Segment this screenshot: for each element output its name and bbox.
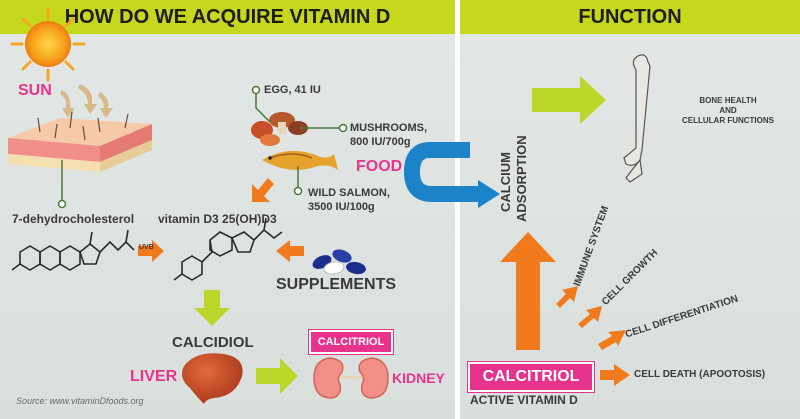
calcitriol-active-badge: CALCITRIOL	[468, 362, 594, 392]
sun-label: SUN	[18, 82, 52, 99]
bone-icon	[623, 54, 651, 183]
vitamin-d3-label: vitamin D3 25(OH)D3	[158, 212, 277, 226]
vitamin-d3-molecule	[173, 217, 283, 281]
active-vitamin-d-label: ACTIVE VITAMIN D	[470, 393, 578, 407]
calcidiol-label: CALCIDIOL	[172, 334, 254, 351]
sun-ray-arrows	[60, 84, 113, 118]
egg-mushroom-icon	[251, 112, 308, 146]
calcium-label-line2: ADSORPTION	[514, 135, 529, 222]
kidney-label: KIDNEY	[392, 370, 445, 386]
kidney-icon	[313, 357, 389, 399]
skin-illustration	[8, 111, 152, 172]
bone-label-line2: AND	[719, 106, 737, 115]
egg-label: EGG, 41 IU	[264, 84, 321, 96]
precursor-molecule	[11, 229, 135, 271]
skin-connector	[57, 160, 67, 209]
acquire-header: HOW DO WE ACQUIRE VITAMIN D	[0, 0, 455, 34]
salmon-label-line2: 3500 IU/100g	[308, 201, 375, 213]
d3-to-calcidiol-arrow	[194, 290, 230, 326]
supplements-label: SUPPLEMENTS	[276, 276, 397, 293]
conversion-arrow	[138, 240, 164, 262]
supplements-arrow	[276, 240, 304, 262]
precursor-label: 7-dehydrocholesterol	[12, 212, 135, 226]
mushrooms-label-line2: 800 IU/700g	[350, 136, 411, 148]
salmon-label-line1: WILD SALMON,	[308, 187, 390, 199]
liver-to-kidney-arrow	[256, 358, 298, 394]
liver-icon	[182, 353, 243, 404]
food-connectors	[251, 85, 348, 196]
sun-icon	[10, 6, 86, 82]
function-header: FUNCTION	[460, 0, 800, 34]
bone-label-line3: CELLULAR FUNCTIONS	[682, 116, 774, 125]
calcium-label-line1: CALCIUM	[498, 152, 513, 212]
uturn-arrow	[403, 142, 500, 208]
death-label: CELL DEATH (APOOTOSIS)	[634, 369, 766, 380]
calcitriol-badge: CALCITRIOL	[309, 330, 393, 354]
food-to-d3-arrow	[252, 178, 274, 202]
supplements-icon	[312, 249, 366, 275]
salmon-icon	[262, 150, 338, 170]
function-arrows	[556, 286, 630, 386]
mushrooms-label-line1: MUSHROOMS,	[350, 122, 427, 134]
uv-tag: UVB	[139, 244, 154, 251]
calcitriol-up-arrow	[500, 232, 556, 350]
source-note: Source: www.vitaminDfoods.org	[16, 396, 144, 406]
bone-label-line1: BONE HEALTH	[699, 96, 757, 105]
food-label: FOOD	[356, 158, 403, 175]
to-bone-arrow	[532, 76, 606, 124]
liver-label: LIVER	[130, 368, 178, 385]
